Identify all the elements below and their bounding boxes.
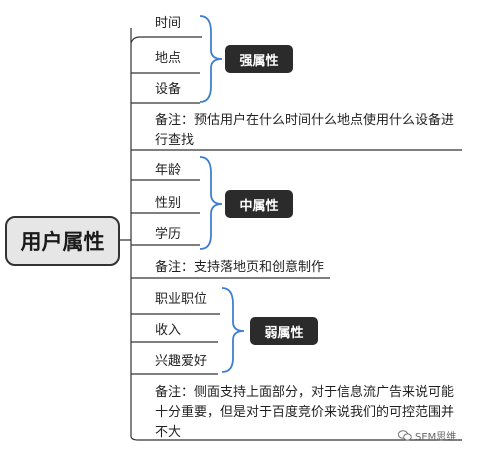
bracket-medium [199,156,223,250]
leaf-time[interactable]: 时间 [155,16,182,31]
leaf-income[interactable]: 收入 [155,323,182,338]
bracket-strong [199,15,223,103]
leaf-age[interactable]: 年龄 [155,163,182,178]
leaf-education[interactable]: 学历 [155,227,182,242]
leaf-interests[interactable]: 兴趣爱好 [155,354,208,369]
leaf-device[interactable]: 设备 [155,82,182,97]
watermark: SEM思维 [398,428,456,443]
note-medium[interactable]: 备注：支持落地页和创意制作 [155,260,325,275]
bracket-weak [221,287,245,373]
watermark-text: SEM思维 [415,432,457,443]
leaf-occupation[interactable]: 职业职位 [155,292,208,307]
branch-line [130,435,462,441]
branch-line [130,36,202,44]
group-label-medium[interactable]: 中属性 [225,190,293,218]
leaf-location[interactable]: 地点 [155,51,182,66]
root-node[interactable]: 用户属性 [5,216,120,266]
main-spine [120,28,132,436]
wechat-icon [398,430,412,441]
group-label-weak[interactable]: 弱属性 [250,317,318,345]
leaf-gender[interactable]: 性别 [155,196,182,211]
note-strong[interactable]: 备注：预估用户在什么时间什么地点使用什么设备进行查找 [155,113,455,148]
group-label-strong[interactable]: 强属性 [225,45,293,73]
note-weak[interactable]: 备注：侧面支持上面部分，对于信息流广告来说可能十分重要，但是对于百度竞价来说我们… [155,385,455,440]
